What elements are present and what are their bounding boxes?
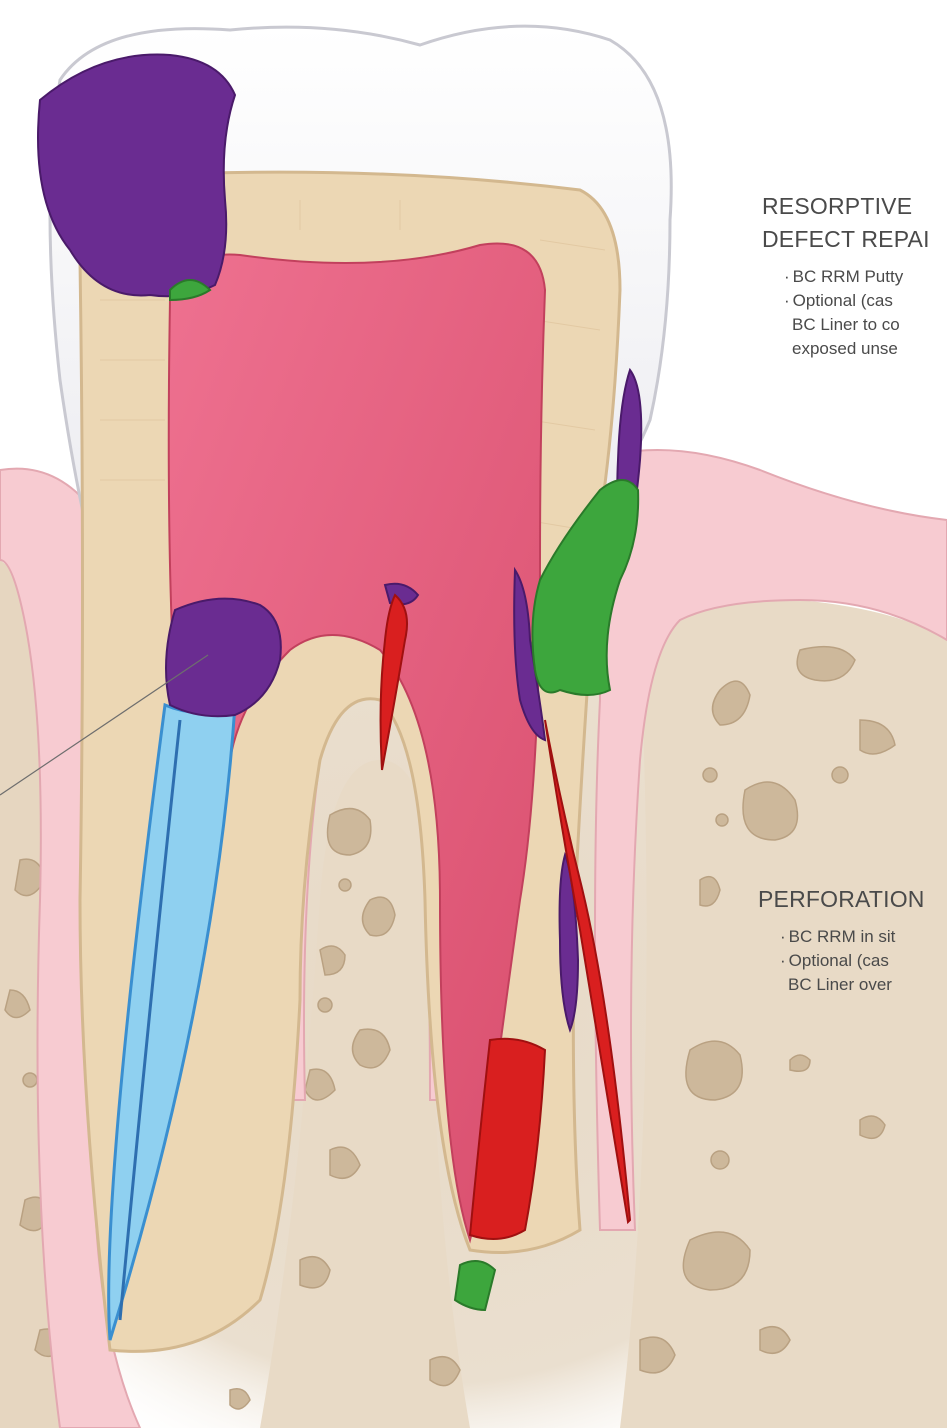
resorptive-bullet-2-cont-1: BC Liner to co: [792, 313, 930, 337]
resorptive-heading-line1: RESORPTIVE: [762, 190, 930, 223]
resorptive-bullet-1: ·BC RRM Putty: [784, 265, 930, 289]
perforation-label: PERFORATION ·BC RRM in sit ·Optional (ca…: [758, 883, 925, 997]
resorptive-bullet-2: ·Optional (cas: [784, 289, 930, 313]
resorptive-heading-line2: DEFECT REPAI: [762, 223, 930, 256]
resorptive-bullet-2-cont-2: exposed unse: [792, 337, 930, 361]
perforation-bullet-1: ·BC RRM in sit: [780, 925, 925, 949]
perforation-bullet-2-cont: BC Liner over: [788, 973, 925, 997]
resorptive-label: RESORPTIVE DEFECT REPAI ·BC RRM Putty ·O…: [762, 190, 930, 361]
perforation-bullet-2: ·Optional (cas: [780, 949, 925, 973]
perforation-heading: PERFORATION: [758, 883, 925, 916]
